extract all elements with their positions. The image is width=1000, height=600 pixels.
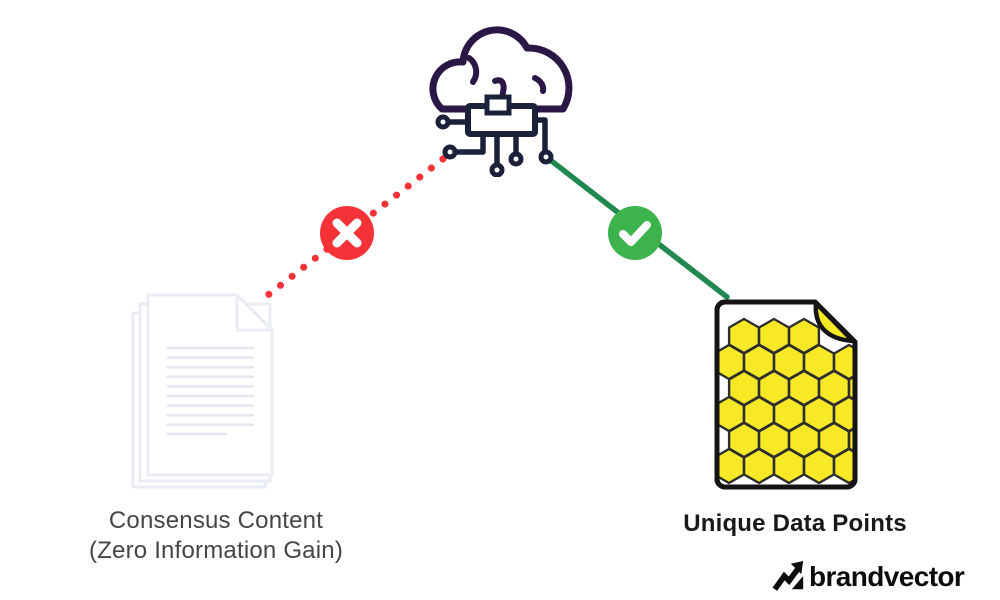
- node-left-1: [435, 114, 451, 130]
- node-right: [538, 149, 554, 165]
- document-body: [714, 299, 858, 490]
- unique-label: Unique Data Points: [683, 510, 907, 537]
- cloud-detail-right: [532, 75, 547, 94]
- consensus-label-line2: (Zero Information Gain): [88, 537, 344, 564]
- honeycomb-document-icon: [714, 299, 858, 490]
- cloud-detail-center: [492, 77, 507, 111]
- consensus-label-line1: Consensus Content: [108, 507, 324, 534]
- faded-document-stack-icon: [131, 293, 274, 489]
- check-mark: [619, 221, 651, 246]
- page-fold: [235, 293, 274, 332]
- ai-cloud-circuit-icon: [429, 26, 573, 177]
- x-mark: [332, 218, 362, 248]
- cloud-detail-left: [466, 55, 480, 85]
- document-fold: [813, 300, 856, 344]
- back-page: [131, 311, 267, 489]
- trend-arrow-icon: [772, 560, 804, 591]
- cloud-outline: [429, 26, 573, 113]
- check-mark-icon: [608, 206, 662, 260]
- chip-body: [465, 103, 538, 137]
- honeycomb-pattern: [717, 317, 855, 485]
- rejected-connection-line: [255, 155, 447, 306]
- front-page: [146, 293, 274, 477]
- node-bottom-2: [508, 151, 524, 167]
- node-left-2: [442, 144, 458, 160]
- check-badge-circle: [608, 206, 662, 260]
- chip-notch: [484, 94, 512, 116]
- brand-logo: brandvector: [772, 558, 965, 596]
- text-lines: [166, 346, 255, 436]
- trace-left-2: [453, 131, 486, 155]
- middle-page: [138, 302, 272, 483]
- node-bottom-1: [489, 162, 505, 177]
- brand-name: brandvector: [809, 561, 965, 592]
- trace-right: [532, 117, 548, 154]
- approved-connection-line: [546, 156, 730, 300]
- document-border: [714, 299, 858, 490]
- x-mark-icon: [320, 206, 374, 260]
- consensus-label: Consensus Content (Zero Information Gain…: [56, 506, 376, 566]
- x-badge-circle: [320, 206, 374, 260]
